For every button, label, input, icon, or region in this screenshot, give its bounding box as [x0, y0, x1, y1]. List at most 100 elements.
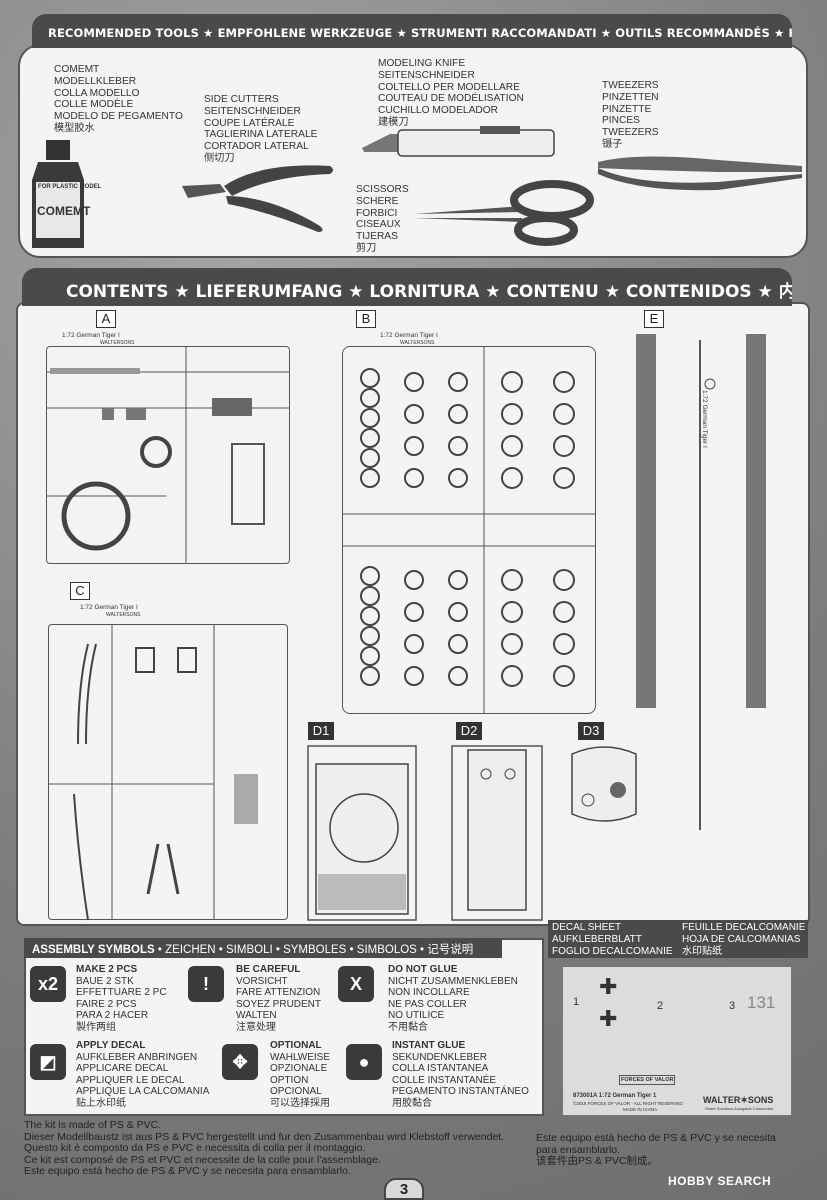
- assembly-symbols-header: ASSEMBLY SYMBOLS • ZEICHEN • SIMBOLI • S…: [24, 938, 502, 958]
- road-wheel: [360, 566, 380, 586]
- contents-header: CONTENTS ★ LIEFERUMFANG ★ LORNITURA ★ CO…: [22, 268, 792, 306]
- road-wheel: [448, 602, 468, 622]
- sprue-c-parts: [48, 624, 258, 921]
- road-wheel: [360, 388, 380, 408]
- sprocket-wheel: [501, 633, 523, 655]
- sprocket-wheel: [501, 569, 523, 591]
- sprocket-wheel: [553, 633, 575, 655]
- sprue-a-parts: [46, 346, 290, 564]
- cement-bottle-label: COMEMT: [37, 204, 91, 218]
- sprue-b-brand: WALTERSONS: [400, 340, 435, 346]
- sprue-d3-turret: [571, 746, 637, 822]
- sprocket-wheel: [501, 403, 523, 425]
- forces-of-valor-badge: FORCES OF VALOR: [619, 1075, 676, 1085]
- sprocket-wheel: [553, 569, 575, 591]
- sprue-d1-hull: [307, 745, 417, 921]
- road-wheel: [404, 372, 424, 392]
- decal-balkenkreuz-top: ✚: [599, 974, 618, 999]
- decal-balkenkreuz-bottom: ✚: [599, 1006, 618, 1031]
- road-wheel: [404, 570, 424, 590]
- road-wheel: [360, 448, 380, 468]
- road-wheel: [404, 404, 424, 424]
- road-wheel: [404, 436, 424, 456]
- side-cutters-icon: [182, 165, 333, 232]
- road-wheel: [404, 634, 424, 654]
- decal-turret-number: 131: [747, 993, 776, 1012]
- road-wheel: [360, 408, 380, 428]
- road-wheel: [448, 570, 468, 590]
- road-wheel: [404, 602, 424, 622]
- material-note: The kit is made of PS & PVC.Dieser Model…: [24, 1119, 505, 1178]
- sprocket-wheel: [553, 403, 575, 425]
- decal-brand-sub: Share Solutions Alongside Consumers: [705, 1106, 774, 1111]
- instant-glue-drop-icon: ●: [346, 1044, 382, 1080]
- sprocket-wheel: [553, 435, 575, 457]
- sprue-a-label: A: [96, 310, 116, 328]
- decal-made-in: MADE IN CHINA: [623, 1107, 658, 1112]
- assembly-symbols-panel: [24, 938, 544, 1116]
- sprue-d3-label: D3: [578, 722, 604, 740]
- decal-sheet: 1 2 3 131 ✚ ✚ FORCES OF VALOR 873001A 1:…: [562, 966, 792, 1116]
- road-wheel: [448, 634, 468, 654]
- sprue-b-tag: 1:72 German Tiger I: [380, 332, 438, 339]
- scissors-icon: [414, 180, 594, 246]
- cement-bottle-small-text: FOR PLASTIC MODEL: [38, 184, 102, 190]
- decal-code: 873001A 1:72 German Tiger 1: [573, 1093, 657, 1099]
- no-glue-icon: X: [338, 966, 374, 1002]
- road-wheel: [360, 606, 380, 626]
- road-wheel: [360, 626, 380, 646]
- sprue-d2-hull: [451, 745, 543, 921]
- road-wheel: [448, 436, 468, 456]
- road-wheel: [360, 368, 380, 388]
- sprocket-wheel: [553, 467, 575, 489]
- road-wheel: [404, 666, 424, 686]
- sprue-c-brand: WALTERSONS: [106, 612, 141, 618]
- sprocket-wheel: [553, 665, 575, 687]
- sprocket-wheel: [501, 601, 523, 623]
- sprue-a-frame: [46, 346, 290, 564]
- sprue-d2-label: D2: [456, 722, 482, 740]
- tools-header: RECOMMENDED TOOLS ★ EMPFOHLENE WERKZEUGE…: [32, 14, 792, 48]
- knife-icon: [362, 126, 555, 157]
- cement-bottle-icon: [32, 140, 84, 248]
- make-two-icon: x2: [30, 966, 66, 1002]
- sprocket-wheel: [553, 601, 575, 623]
- road-wheel: [448, 468, 468, 488]
- road-wheel: [360, 468, 380, 488]
- road-wheel: [360, 428, 380, 448]
- decal-icon: ◩: [30, 1044, 66, 1080]
- sprocket-wheel: [553, 371, 575, 393]
- sprue-e-tracks: [636, 334, 766, 830]
- road-wheel: [360, 586, 380, 606]
- decal-number-3: 3: [729, 1000, 736, 1012]
- tweezers-icon: [598, 156, 802, 191]
- sprue-b-frame: [342, 346, 596, 714]
- sprue-b-label: B: [356, 310, 376, 328]
- sprocket-wheel: [501, 467, 523, 489]
- decal-brand: WALTER✶SONS: [703, 1095, 774, 1105]
- road-wheel: [448, 404, 468, 424]
- sprue-c-tag: 1:72 German Tiger I: [80, 604, 138, 611]
- decal-copyright: ©2016 FORCES OF VALOR · ALL RIGHT RESERV…: [573, 1101, 683, 1106]
- sprue-c-frame: [48, 624, 288, 920]
- decal-number-1: 1: [573, 996, 580, 1008]
- page-number: 3: [384, 1178, 424, 1200]
- sprue-d1-label: D1: [308, 722, 334, 740]
- sprue-a-tag: 1:72 German Tiger I: [62, 332, 120, 339]
- sprue-c-label: C: [70, 582, 90, 600]
- watermark: HOBBY SEARCH: [668, 1174, 772, 1188]
- sprocket-wheel: [501, 371, 523, 393]
- road-wheel: [448, 666, 468, 686]
- sprue-a-brand: WALTERSONS: [100, 340, 135, 346]
- road-wheel: [404, 468, 424, 488]
